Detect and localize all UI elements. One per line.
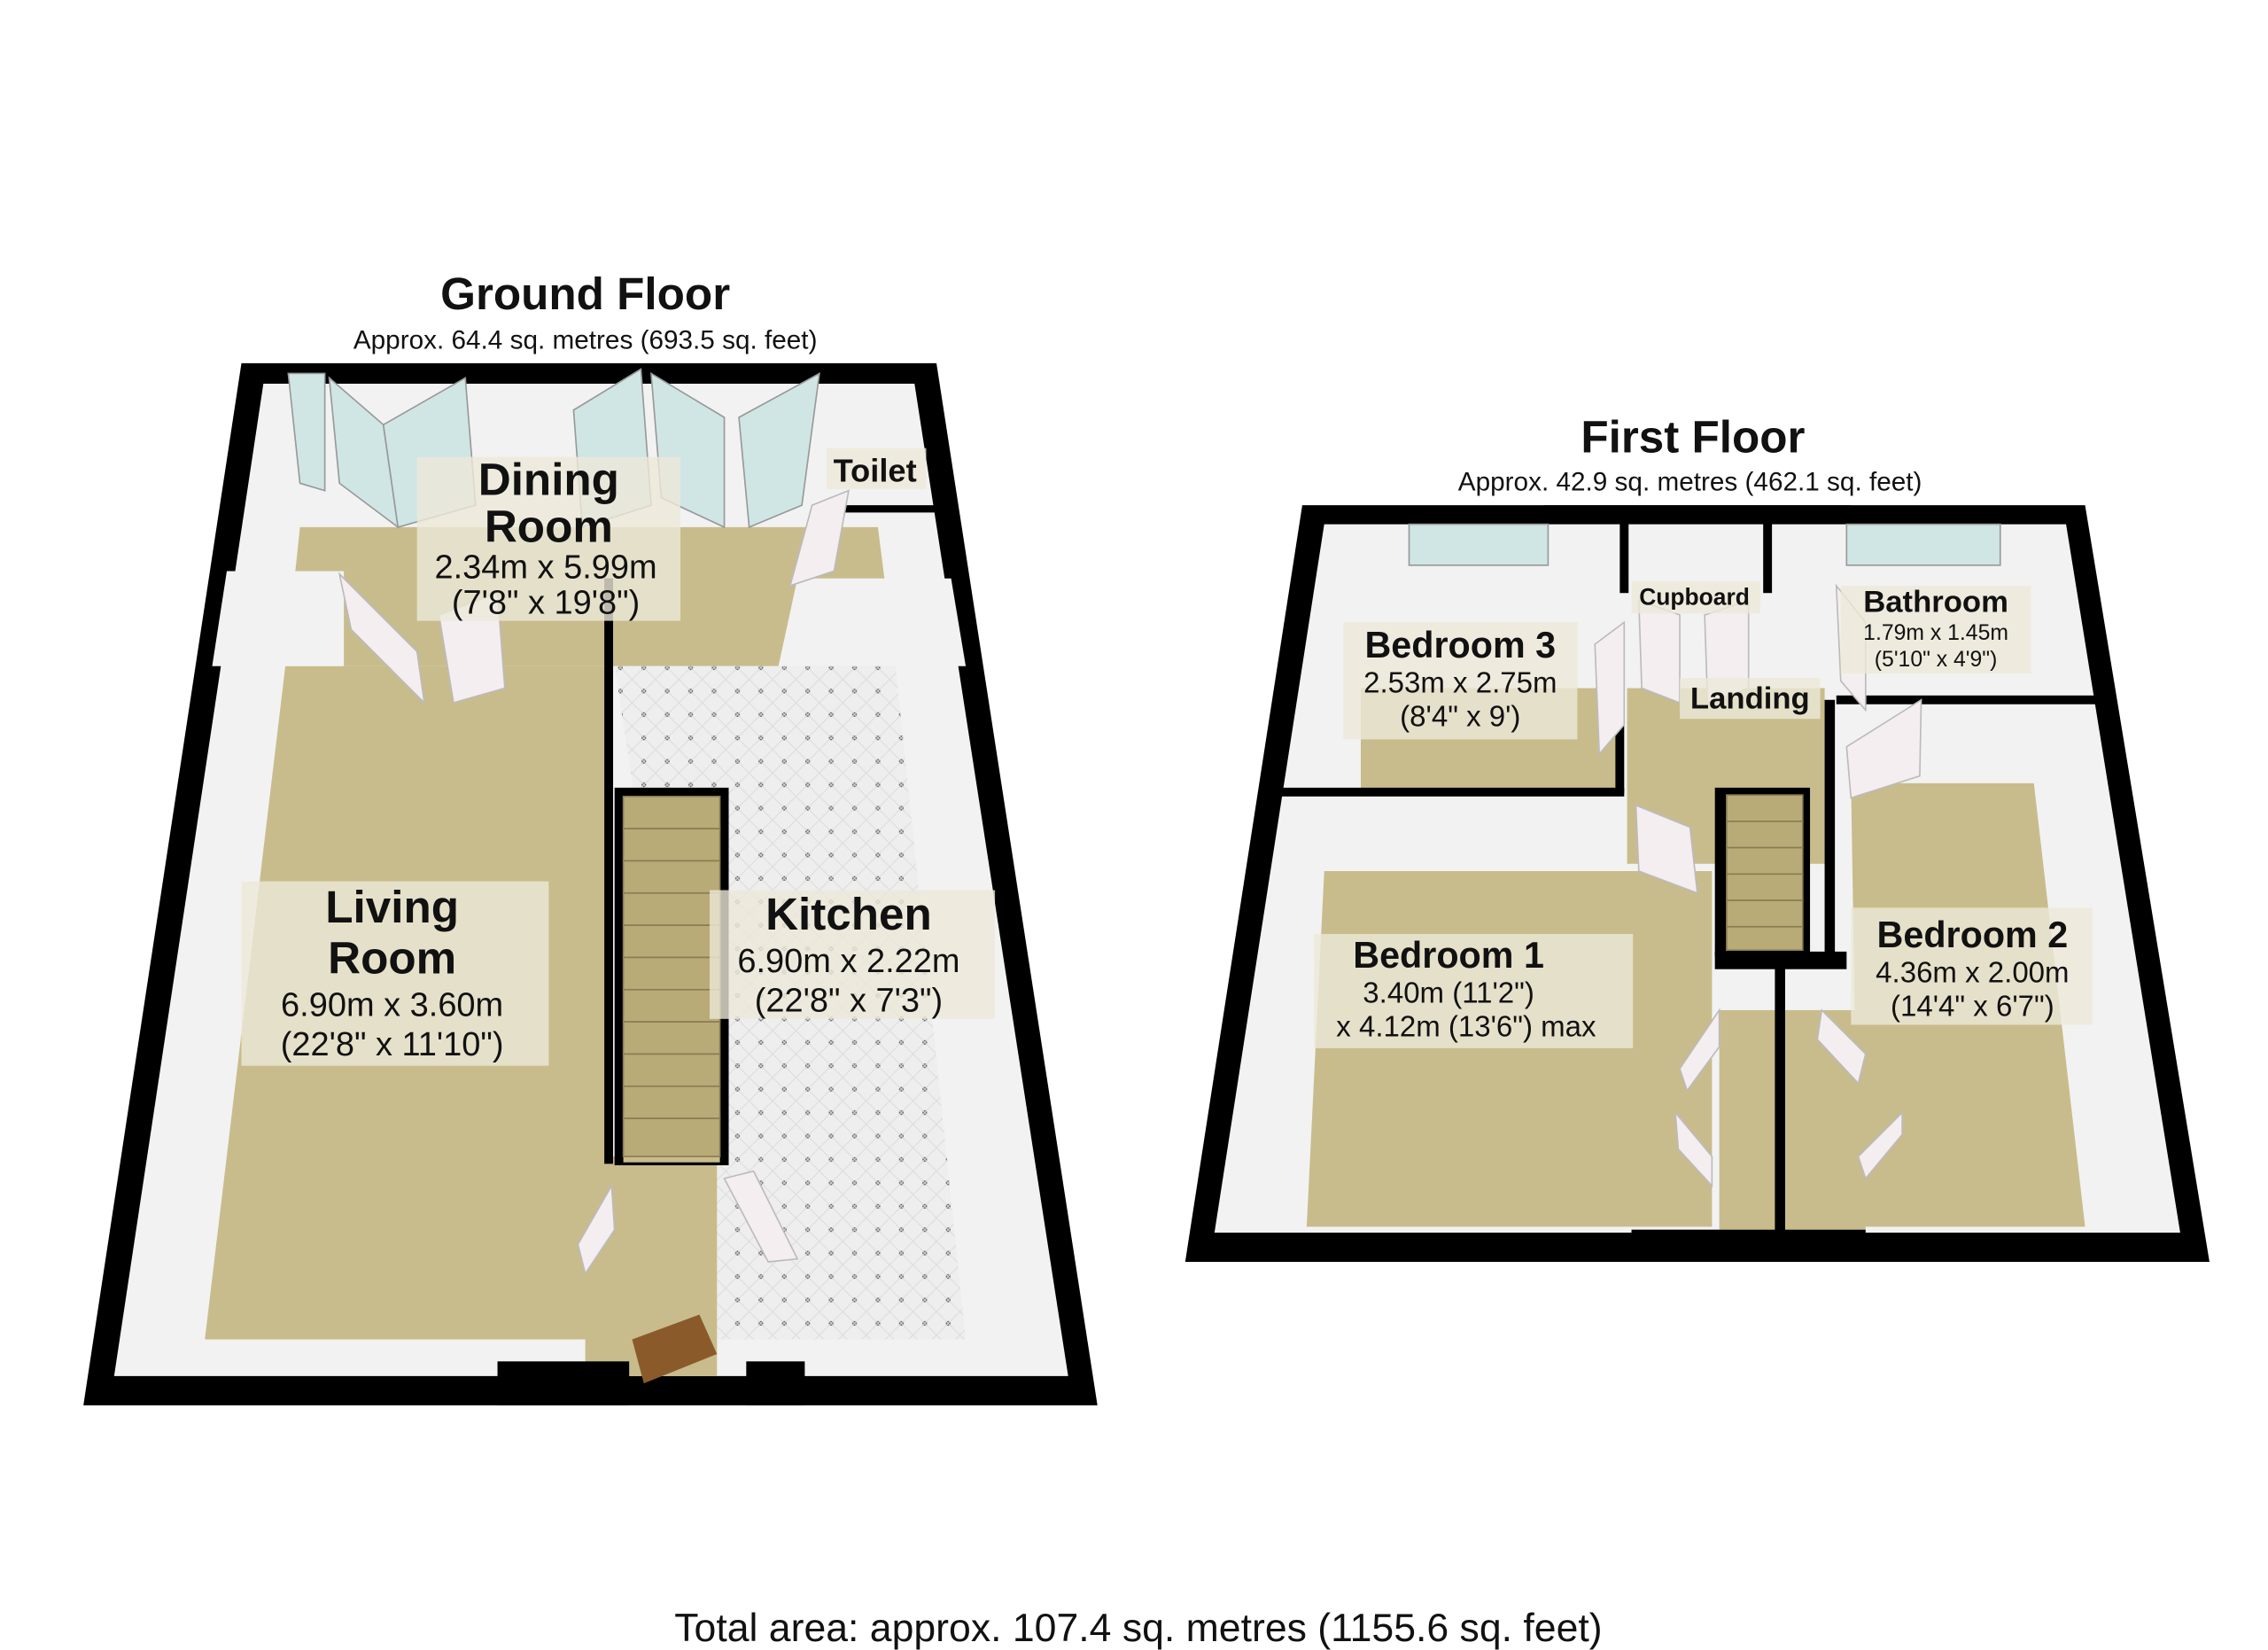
bedroom3-bedroom1-wall — [1280, 787, 1625, 797]
living-room-name-2: Room — [328, 933, 456, 984]
stair-wall-right — [1824, 699, 1836, 964]
stair-steps — [622, 795, 721, 1157]
bedroom3-window — [1408, 523, 1550, 566]
toilet-wall — [841, 505, 944, 513]
bedroom3-imperial: (8'4" x 9') — [1400, 700, 1520, 733]
cupboard-door-left[interactable] — [1637, 599, 1681, 704]
bathroom-metric: 1.79m x 1.45m — [1863, 621, 2008, 645]
bedroom3-name: Bedroom 3 — [1364, 625, 1556, 665]
toilet-label: Toilet — [827, 448, 927, 489]
bedroom2-name: Bedroom 2 — [1877, 915, 2069, 955]
ground-floor-plan: Ground Floor Approx. 64.4 sq. metres (69… — [83, 269, 1098, 1405]
bedroom1-line1: 3.40m (11'2") — [1363, 977, 1534, 1009]
living-room-metric: 6.90m x 3.60m — [281, 987, 503, 1024]
first-floor-area: Approx. 42.9 sq. metres (462.1 sq. feet) — [1458, 468, 1922, 497]
dining-room-imperial: (7'8" x 19'8") — [452, 584, 640, 621]
first-floor-title: First Floor — [1581, 412, 1805, 463]
cupboard-label: Cupboard — [1631, 581, 1760, 614]
kitchen-door[interactable] — [723, 1170, 799, 1263]
cupboard-wall — [1543, 505, 1852, 523]
cupboard-name: Cupboard — [1639, 583, 1750, 610]
bathroom-window — [1845, 523, 2001, 566]
lower-center-wall — [1631, 1229, 1866, 1263]
bedroom1-label: Bedroom 1 3.40m (11'2") x 4.12m (13'6") … — [1314, 934, 1634, 1048]
living-room-name-1: Living — [325, 882, 459, 932]
bedroom3-door[interactable] — [1594, 620, 1626, 757]
kitchen-metric: 6.90m x 2.22m — [737, 943, 959, 980]
bedroom1-line2: x 4.12m (13'6") max — [1336, 1010, 1596, 1043]
bedroom2-label: Bedroom 2 4.36m x 2.00m (14'4" x 6'7") — [1851, 907, 2093, 1025]
bathroom-wall — [1836, 695, 2101, 704]
wardrobe-door-1[interactable] — [1679, 1008, 1720, 1093]
bedroom2-metric: 4.36m x 2.00m — [1876, 956, 2069, 989]
bedroom3-metric: 2.53m x 2.75m — [1363, 666, 1557, 699]
first-staircase — [1714, 787, 1811, 956]
ground-floor-area: Approx. 64.4 sq. metres (693.5 sq. feet) — [353, 325, 818, 354]
kitchen-name: Kitchen — [765, 889, 932, 939]
wardrobe-door-3[interactable] — [1816, 1008, 1867, 1086]
kitchen-label: Kitchen 6.90m x 2.22m (22'8" x 7'3") — [710, 889, 996, 1020]
living-kitchen-wall — [604, 578, 614, 1164]
wardrobe-door-4[interactable] — [1857, 1110, 1903, 1180]
kitchen-imperial: (22'8" x 7'3") — [755, 983, 943, 1020]
total-area: Total area: approx. 107.4 sq. metres (11… — [674, 1607, 1602, 1650]
bedroom1-floor — [1306, 871, 1713, 1227]
lower-left-wall — [497, 1361, 630, 1405]
living-room-label: Living Room 6.90m x 3.60m (22'8" x 11'10… — [241, 881, 549, 1066]
bedroom3-landing-wall — [1615, 703, 1625, 794]
wardrobe-door-2[interactable] — [1674, 1110, 1713, 1188]
lower-right-wall — [746, 1361, 805, 1405]
bedroom1-name: Bedroom 1 — [1353, 935, 1544, 976]
cupboard-side-left — [1619, 519, 1629, 594]
bedroom2-imperial: (14'4" x 6'7") — [1891, 990, 2054, 1023]
living-door-left[interactable] — [338, 572, 426, 705]
bathroom-name: Bathroom — [1863, 586, 2008, 619]
wardrobe-divider — [1775, 959, 1785, 1237]
landing-name: Landing — [1690, 682, 1810, 716]
bathroom-label: Bathroom 1.79m x 1.45m (5'10" x 4'9") — [1840, 586, 2031, 674]
dining-room-metric: 2.34m x 5.99m — [434, 549, 656, 587]
bathroom-imperial: (5'10" x 4'9") — [1875, 648, 1998, 672]
dining-room-label: Dining Room 2.34m x 5.99m (7'8" x 19'8") — [416, 455, 680, 621]
bedroom2-door[interactable] — [1845, 698, 1922, 799]
dining-room-name-2: Room — [485, 501, 613, 551]
landing-label: Landing — [1680, 678, 1821, 720]
toilet-door[interactable] — [788, 489, 850, 588]
kitchen-upper-wall — [778, 578, 967, 666]
dining-room-name-1: Dining — [478, 455, 619, 505]
hall-door-left[interactable] — [577, 1183, 616, 1276]
dining-living-wall — [212, 571, 345, 666]
ground-floor-title: Ground Floor — [440, 269, 730, 319]
first-floor-plan: First Floor Approx. 42.9 sq. metres (462… — [1184, 412, 2210, 1263]
living-room-imperial: (22'8" x 11'10") — [281, 1026, 504, 1063]
cupboard-side-right — [1763, 519, 1773, 594]
bedroom3-label: Bedroom 3 2.53m x 2.75m (8'4" x 9') — [1343, 622, 1578, 740]
doormat — [632, 1314, 718, 1384]
bedroom1-door[interactable] — [1635, 804, 1698, 895]
toilet-name: Toilet — [834, 453, 917, 489]
